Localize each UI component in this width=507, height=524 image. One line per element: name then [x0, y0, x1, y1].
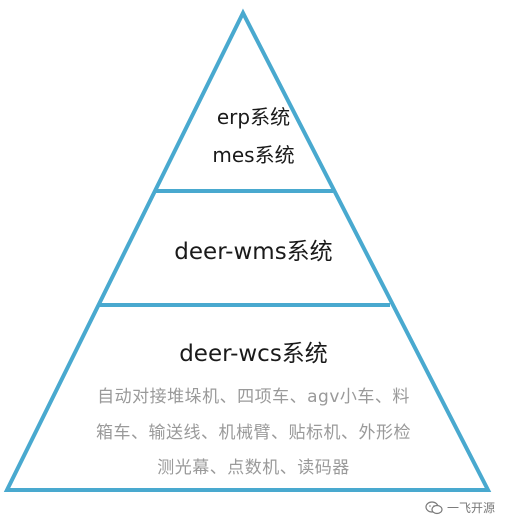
base-tier-title: deer-wcs系统 — [179, 341, 328, 367]
pyramid-outline — [3, 8, 492, 492]
base-tier-description-line-3: 测光幕、点数机、读码器 — [157, 458, 350, 478]
base-tier-description-line-1: 自动对接堆垛机、四项车、agv小车、料 — [97, 387, 410, 407]
watermark-text: 一飞开源 — [446, 501, 495, 515]
middle-tier-label: deer-wms系统 — [174, 239, 333, 265]
top-tier-line-mes: mes系统 — [212, 143, 295, 167]
top-tier-line-erp: erp系统 — [216, 105, 291, 129]
wechat-icon — [425, 500, 443, 514]
base-tier-description-line-2: 箱车、输送线、机械臂、贴标机、外形检 — [96, 423, 411, 443]
watermark: 一飞开源 — [425, 499, 495, 516]
